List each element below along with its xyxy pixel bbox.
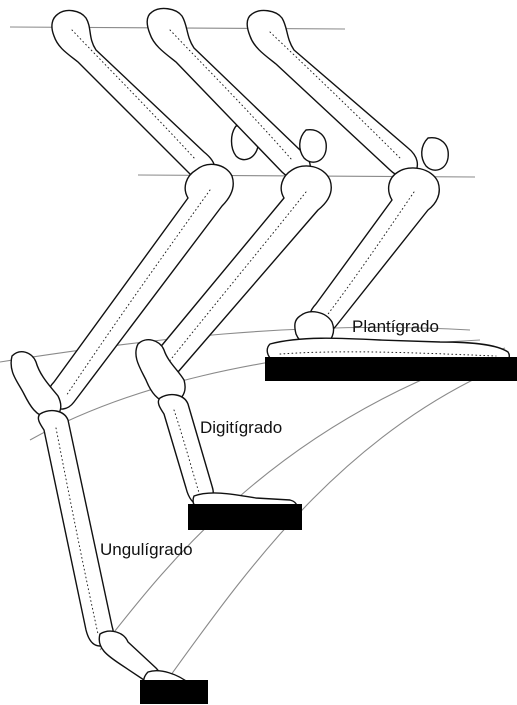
unguligrade-leg xyxy=(11,11,258,704)
digitigrade-label: Digitígrado xyxy=(200,418,282,437)
digitigrade-metatarsals xyxy=(158,395,213,506)
digitigrade-patella xyxy=(300,130,327,162)
plantigrade-patella xyxy=(422,138,449,170)
unguligrade-cannon-bone xyxy=(38,411,113,646)
plantigrade-label: Plantígrado xyxy=(352,317,439,336)
plantigrade-ground-block xyxy=(265,357,517,381)
unguligrade-label: Ungulígrado xyxy=(100,540,193,559)
unguligrade-tibia xyxy=(48,164,233,409)
digitigrade-ground-block xyxy=(188,504,302,530)
unguligrade-ground-block xyxy=(140,680,208,704)
